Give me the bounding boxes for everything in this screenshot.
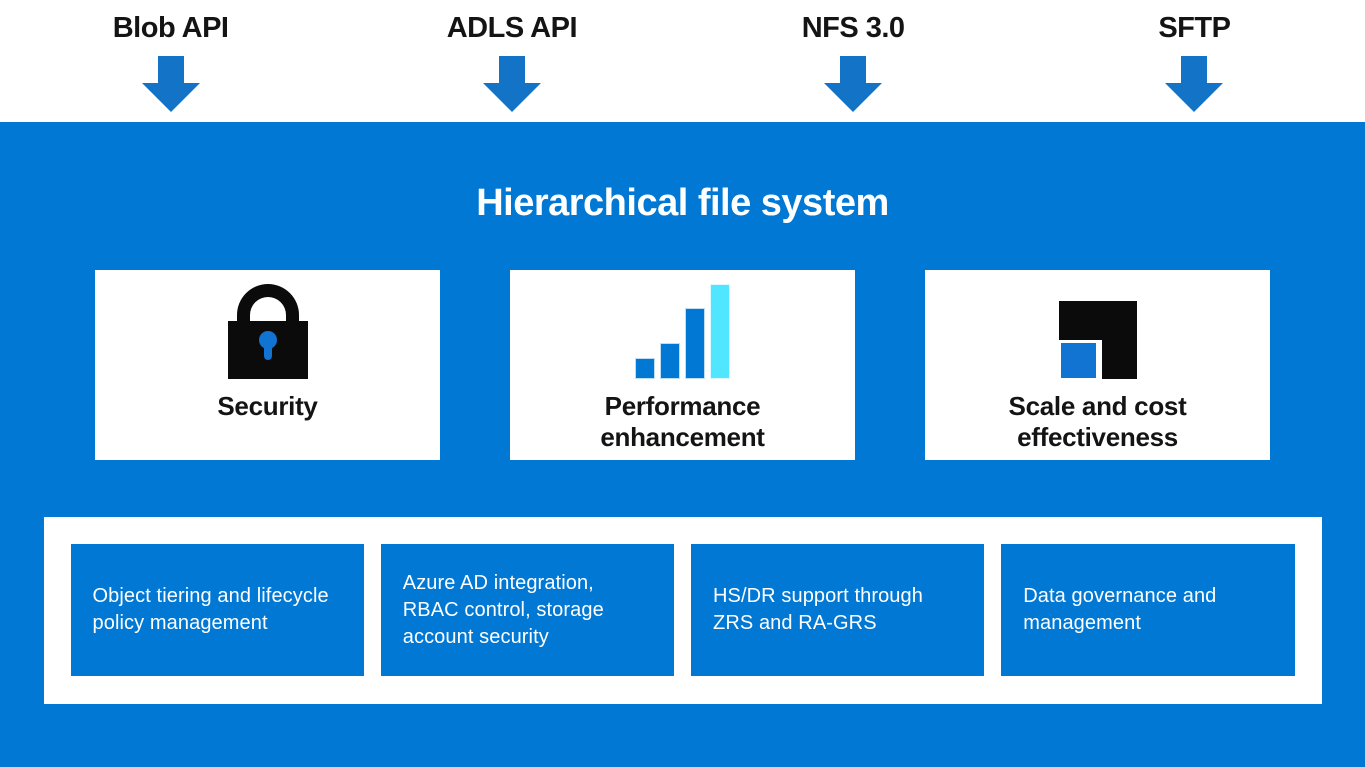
api-row: Blob API ADLS API NFS 3.0 SFTP	[0, 0, 1365, 122]
scale-icon-right-block	[1101, 340, 1137, 379]
api-label-nfs: NFS 3.0	[801, 12, 905, 44]
arrow-stem	[157, 56, 184, 83]
api-label-blob: Blob API	[112, 12, 229, 44]
card-performance: Performance enhancement	[510, 270, 855, 460]
card-scale-cost: Scale and cost effectiveness	[925, 270, 1270, 460]
feature-box-aad-rbac: Azure AD integration, RBAC control, stor…	[380, 544, 674, 676]
card-label-performance: Performance enhancement	[600, 391, 765, 452]
card-icon-area	[635, 284, 730, 379]
api-endpoint-nfs: NFS 3.0	[683, 0, 1024, 122]
card-label-security: Security	[217, 391, 318, 421]
arrow-head	[141, 83, 200, 112]
api-label-adls: ADLS API	[446, 12, 578, 44]
api-endpoint-sftp: SFTP	[1024, 0, 1365, 122]
api-label-sftp: SFTP	[1158, 12, 1231, 44]
bar-chart-icon	[635, 284, 730, 379]
bar	[685, 308, 705, 379]
feature-text: Object tiering and lifecycle policy mana…	[92, 585, 329, 634]
bar	[660, 343, 680, 379]
card-label-scale-cost: Scale and cost effectiveness	[1008, 391, 1187, 452]
down-arrow-icon	[141, 56, 200, 112]
feature-text: Data governance and management	[1023, 585, 1217, 634]
arrow-head	[1165, 83, 1224, 112]
scale-cost-icon	[1058, 301, 1137, 379]
card-icon-area	[1058, 284, 1137, 379]
arrow-head	[482, 83, 541, 112]
feature-box-governance: Data governance and management	[1001, 544, 1295, 676]
card-security: Security	[95, 270, 440, 460]
scale-icon-top-bar	[1058, 301, 1137, 340]
arrow-stem	[840, 56, 867, 83]
arrow-head	[824, 83, 883, 112]
feature-text: HS/DR support through ZRS and RA-GRS	[713, 585, 923, 634]
lock-keyhole-stem	[263, 344, 272, 360]
capability-cards-row: Security Performance enhancement	[95, 270, 1270, 460]
features-band: Object tiering and lifecycle policy mana…	[43, 517, 1322, 704]
card-icon-area	[227, 284, 308, 379]
hierarchical-file-system-panel: Hierarchical file system Security	[0, 122, 1365, 767]
feature-box-tiering: Object tiering and lifecycle policy mana…	[70, 544, 364, 676]
lock-keyhole	[258, 331, 277, 349]
feature-box-hsdr: HS/DR support through ZRS and RA-GRS	[691, 544, 985, 676]
down-arrow-icon	[1165, 56, 1224, 112]
bar	[635, 358, 655, 379]
arrow-stem	[498, 56, 525, 83]
down-arrow-icon	[824, 56, 883, 112]
bar-highlight	[710, 284, 730, 379]
lock-icon	[227, 284, 308, 379]
api-endpoint-adls: ADLS API	[341, 0, 682, 122]
feature-text: Azure AD integration, RBAC control, stor…	[402, 571, 604, 648]
arrow-stem	[1181, 56, 1208, 83]
scale-icon-blue-square	[1060, 343, 1096, 378]
panel-title: Hierarchical file system	[476, 182, 889, 224]
down-arrow-icon	[482, 56, 541, 112]
api-endpoint-blob: Blob API	[0, 0, 341, 122]
